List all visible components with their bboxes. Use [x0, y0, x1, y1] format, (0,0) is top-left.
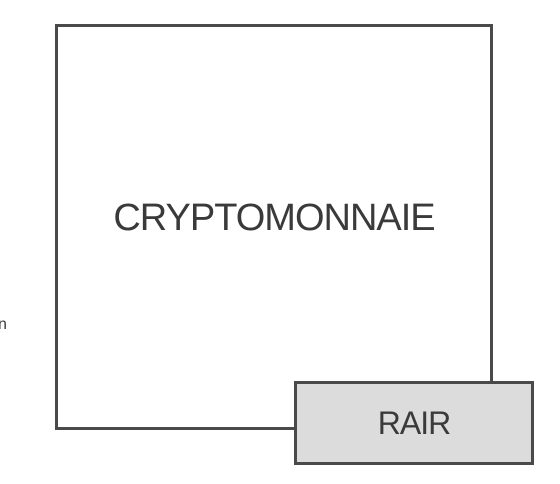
rair-tag: RAIR	[294, 381, 534, 465]
cryptomonnaie-box: CRYPTOMONNAIE	[55, 24, 493, 430]
rair-label: RAIR	[377, 404, 451, 441]
side-text-fragment: n	[0, 316, 7, 333]
cryptomonnaie-label: CRYPTOMONNAIE	[113, 196, 435, 239]
